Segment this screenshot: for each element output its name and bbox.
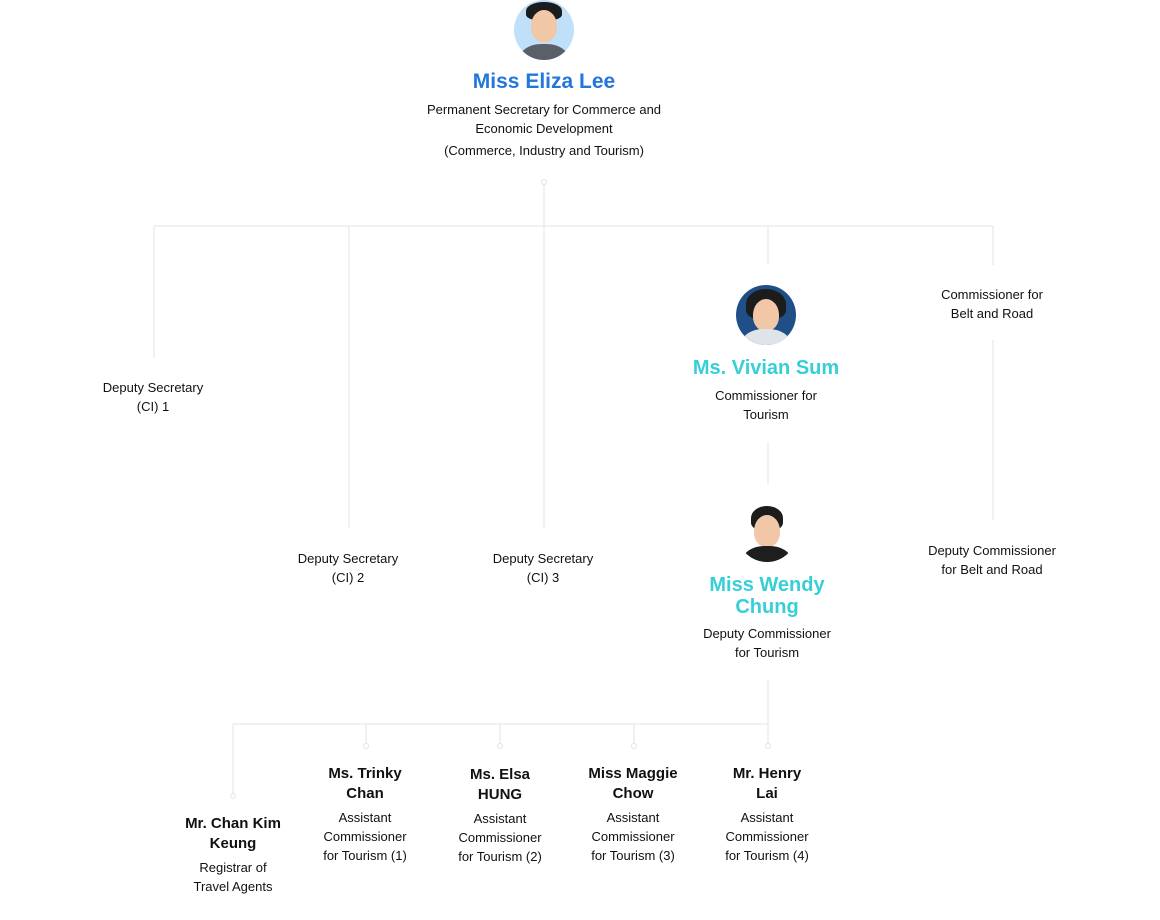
node-registrar-travel-agents: Mr. Chan Kim Keung Registrar of Travel A…	[168, 814, 298, 896]
connector-dot-asst-1	[363, 743, 369, 749]
person-name-line: Chung	[735, 596, 799, 618]
node-deputy-secretary-1: Deputy Secretary (CI) 1	[73, 378, 233, 416]
person-name: Ms. Trinky Chan	[305, 764, 425, 804]
node-assistant-commissioner-3: Miss Maggie Chow Assistant Commissioner …	[573, 764, 693, 865]
role-title: Assistant Commissioner for Tourism (1)	[305, 808, 425, 865]
role-title-line: Commissioner	[458, 830, 542, 845]
role-title-line: Deputy Commissioner	[703, 626, 831, 641]
person-name-line: HUNG	[477, 786, 523, 803]
person-name-line: Miss Wendy	[709, 574, 825, 596]
person-name-line: Mr. Chan Kim	[185, 815, 281, 832]
person-name: Mr. Chan Kim Keung	[168, 814, 298, 854]
person-name-line: Miss Maggie	[588, 765, 678, 782]
person-name-line: Lai	[756, 785, 778, 802]
connector-dot-head	[541, 179, 547, 185]
role-title-line: Travel Agents	[193, 879, 273, 894]
node-commissioner-tourism: Ms. Vivian Sum Commissioner for Tourism	[656, 285, 876, 424]
node-assistant-commissioner-2: Ms. Elsa HUNG Assistant Commissioner for…	[440, 765, 560, 866]
person-name: Ms. Vivian Sum	[692, 357, 840, 379]
role-title-line: (CI) 3	[526, 570, 560, 585]
role-title-line: Commissioner	[323, 829, 407, 844]
avatar-body	[742, 329, 790, 345]
role-title-line: Assistant	[740, 810, 794, 825]
avatar-face	[753, 299, 779, 331]
person-name-line: Chan	[346, 785, 384, 802]
role-title-line: Belt and Road	[950, 306, 1034, 321]
role-title-line: Deputy Secretary	[102, 380, 204, 395]
person-name: Mr. Henry Lai	[707, 764, 827, 804]
role-title-line: (Commerce, Industry and Tourism)	[444, 143, 644, 158]
role-title-line: Permanent Secretary for Commerce and	[426, 102, 662, 117]
role-title-line: for Tourism (4)	[725, 848, 809, 863]
role-title-line: Assistant	[473, 811, 527, 826]
role-title-line: Economic Development	[475, 121, 613, 136]
connector-dot-asst-2	[497, 743, 503, 749]
node-deputy-secretary-2: Deputy Secretary (CI) 2	[268, 549, 428, 587]
node-deputy-secretary-3: Deputy Secretary (CI) 3	[463, 549, 623, 587]
role-title: Registrar of Travel Agents	[168, 858, 298, 896]
role-title: Assistant Commissioner for Tourism (3)	[573, 808, 693, 865]
person-name: Ms. Elsa HUNG	[440, 765, 560, 805]
person-name-line: Keung	[209, 835, 257, 852]
role-title: Assistant Commissioner for Tourism (4)	[707, 808, 827, 865]
role-title-line: Assistant	[338, 810, 392, 825]
role-title-line: Deputy Commissioner	[928, 543, 1056, 558]
role-title-line: for Belt and Road	[941, 562, 1043, 577]
role-title-line: Commissioner for	[715, 388, 817, 403]
person-name-line: Mr. Henry	[732, 765, 802, 782]
avatar-face	[531, 10, 557, 42]
role-title: Deputy Commissioner for Tourism	[667, 624, 867, 662]
role-title-line: Registrar of	[199, 860, 267, 875]
connector-dot-asst-3	[631, 743, 637, 749]
person-name-line: Ms. Elsa	[469, 766, 531, 783]
role-title-line: Assistant	[606, 810, 660, 825]
node-assistant-commissioner-1: Ms. Trinky Chan Assistant Commissioner f…	[305, 764, 425, 865]
role-title-line: Deputy Secretary	[297, 551, 399, 566]
avatar-photo	[736, 285, 796, 345]
node-deputy-commissioner-belt-road: Deputy Commissioner for Belt and Road	[902, 541, 1082, 579]
role-title-line: for Tourism (1)	[323, 848, 407, 863]
role-title-line: Tourism	[743, 407, 789, 422]
role-title-line: (CI) 2	[331, 570, 365, 585]
avatar-body	[743, 546, 791, 562]
connector-dot-asst-4	[765, 743, 771, 749]
role-title-line: Commissioner for	[941, 287, 1043, 302]
role-title-line: Deputy Secretary	[492, 551, 594, 566]
person-name-line: Ms. Trinky	[328, 765, 402, 782]
avatar-face	[754, 515, 780, 547]
role-title: Permanent Secretary for Commerce and Eco…	[394, 100, 694, 160]
role-title: Commissioner for Tourism	[656, 386, 876, 424]
node-permanent-secretary: Miss Eliza Lee Permanent Secretary for C…	[394, 0, 694, 160]
node-assistant-commissioner-4: Mr. Henry Lai Assistant Commissioner for…	[707, 764, 827, 865]
role-title-line: for Tourism (3)	[591, 848, 675, 863]
person-name-line: Chow	[612, 785, 654, 802]
avatar-photo	[737, 502, 797, 562]
role-title-line: (CI) 1	[136, 399, 170, 414]
person-name: Miss Wendy Chung	[667, 574, 867, 618]
avatar-photo	[514, 0, 574, 60]
avatar-body	[520, 44, 568, 60]
role-title-line: for Tourism (2)	[458, 849, 542, 864]
person-name: Miss Eliza Lee	[472, 70, 616, 93]
node-deputy-commissioner-tourism: Miss Wendy Chung Deputy Commissioner for…	[667, 502, 867, 662]
role-title: Assistant Commissioner for Tourism (2)	[440, 809, 560, 866]
node-commissioner-belt-road: Commissioner for Belt and Road	[902, 285, 1082, 323]
role-title-line: Commissioner	[591, 829, 675, 844]
person-name: Miss Maggie Chow	[573, 764, 693, 804]
role-title-line: Commissioner	[725, 829, 809, 844]
connector-dot-asst-0	[230, 793, 236, 799]
role-title-line: for Tourism	[734, 645, 800, 660]
